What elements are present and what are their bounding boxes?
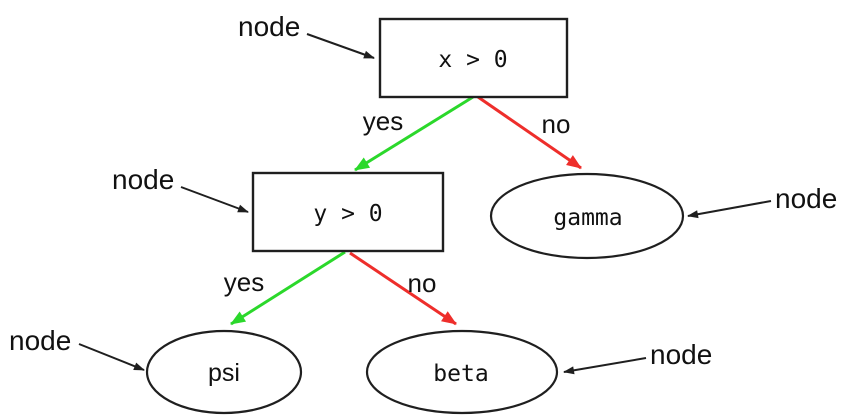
edge-label-yes-root: yes bbox=[363, 106, 403, 136]
node-ellipse-beta bbox=[365, 329, 559, 415]
node-label-root: x > 0 bbox=[438, 47, 507, 73]
edge-root-yes bbox=[354, 95, 474, 172]
node-label-beta: beta bbox=[433, 361, 488, 387]
node-box-child bbox=[251, 171, 445, 253]
edge-label-no-root: no bbox=[542, 109, 571, 139]
edge-label-no-child: no bbox=[408, 268, 437, 298]
node-ellipse-psi bbox=[145, 329, 303, 415]
callout-label-child: node bbox=[112, 164, 174, 195]
callout-label-root: node bbox=[238, 11, 300, 42]
node-label-gamma: gamma bbox=[553, 205, 622, 231]
edge-label-yes-child: yes bbox=[224, 267, 264, 297]
node-box-root bbox=[378, 17, 569, 99]
callout-label-gamma: node bbox=[775, 183, 837, 214]
callout-arrow-gamma bbox=[687, 200, 772, 219]
node-label-child: y > 0 bbox=[313, 201, 382, 227]
edge-child-no bbox=[349, 251, 457, 326]
callout-arrow-root bbox=[306, 33, 375, 59]
edge-child-yes bbox=[230, 250, 346, 326]
callout-arrow-beta bbox=[563, 357, 647, 375]
callout-label-psi: node bbox=[9, 325, 71, 356]
callout-label-beta: node bbox=[650, 339, 712, 370]
node-ellipse-gamma bbox=[489, 172, 685, 260]
edge-root-no bbox=[477, 95, 582, 170]
node-label-psi: psi bbox=[208, 359, 240, 387]
callout-arrow-psi bbox=[78, 343, 145, 371]
callout-arrow-child bbox=[180, 186, 249, 213]
